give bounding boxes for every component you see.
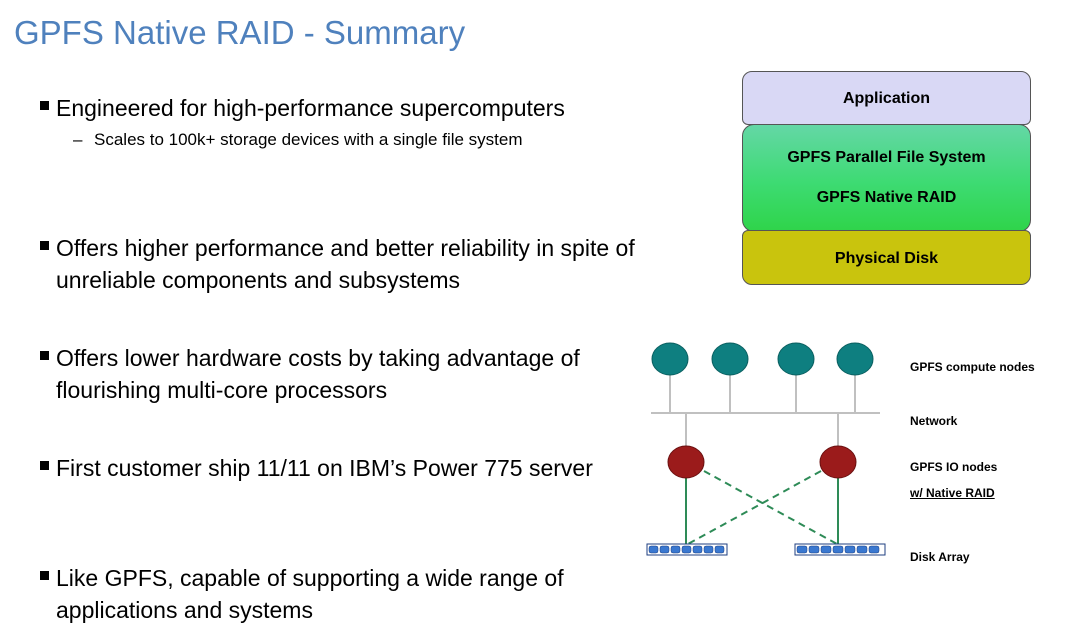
bullet-square-icon [40,461,49,470]
disk-array-left [646,543,728,556]
compute-node-icon [711,342,749,376]
layer-parallel-file-system-label: GPFS Parallel File System [787,149,986,166]
layer-gpfs: GPFS Parallel File System GPFS Native RA… [742,124,1031,232]
io-cross-link [687,470,822,545]
sub-bullet-dash-icon: – [73,130,83,149]
compute-node-icon [836,342,874,376]
label-compute-nodes: GPFS compute nodes [910,360,1035,374]
label-disk-array: Disk Array [910,550,970,564]
storage-links [685,470,839,545]
bullet-square-icon [40,351,49,360]
label-native-raid: w/ Native RAID [910,486,995,500]
bullet-text: First customer ship 11/11 on IBM’s Power… [56,455,593,481]
page-title: GPFS Native RAID - Summary [14,14,466,51]
bullet-item: Offers lower hardware costs by taking ad… [40,342,680,406]
label-io-nodes: GPFS IO nodes [910,460,998,474]
bullet-text: Offers lower hardware costs by taking ad… [56,345,580,403]
bullet-item: Offers higher performance and better rel… [40,232,680,296]
bullet-text: Like GPFS, capable of supporting a wide … [56,565,564,623]
bullet-square-icon [40,571,49,580]
io-nodes [667,445,857,479]
bullet-square-icon [40,101,49,110]
io-node-icon [667,445,705,479]
compute-nodes [651,342,874,376]
layer-native-raid-label: GPFS Native RAID [816,189,957,206]
layer-physical-disk: Physical Disk [742,230,1031,285]
sub-bullet: – Scales to 100k+ storage devices with a… [73,127,654,152]
layer-application: Application [742,71,1031,125]
bullet-text: Offers higher performance and better rel… [56,235,635,293]
io-node-icon [819,445,857,479]
sub-bullet-text: Scales to 100k+ storage devices with a s… [94,130,523,149]
network-lines [651,370,880,448]
bullet-item: First customer ship 11/11 on IBM’s Power… [40,452,680,484]
label-network: Network [910,414,958,428]
bullet-square-icon [40,241,49,250]
bullet-item: Like GPFS, capable of supporting a wide … [40,562,680,626]
io-cross-link [703,470,838,545]
compute-node-icon [777,342,815,376]
disk-array-right [794,543,886,556]
bullet-item: Engineered for high-performance supercom… [40,92,680,152]
compute-node-icon [651,342,689,376]
bullet-text: Engineered for high-performance supercom… [56,95,565,121]
